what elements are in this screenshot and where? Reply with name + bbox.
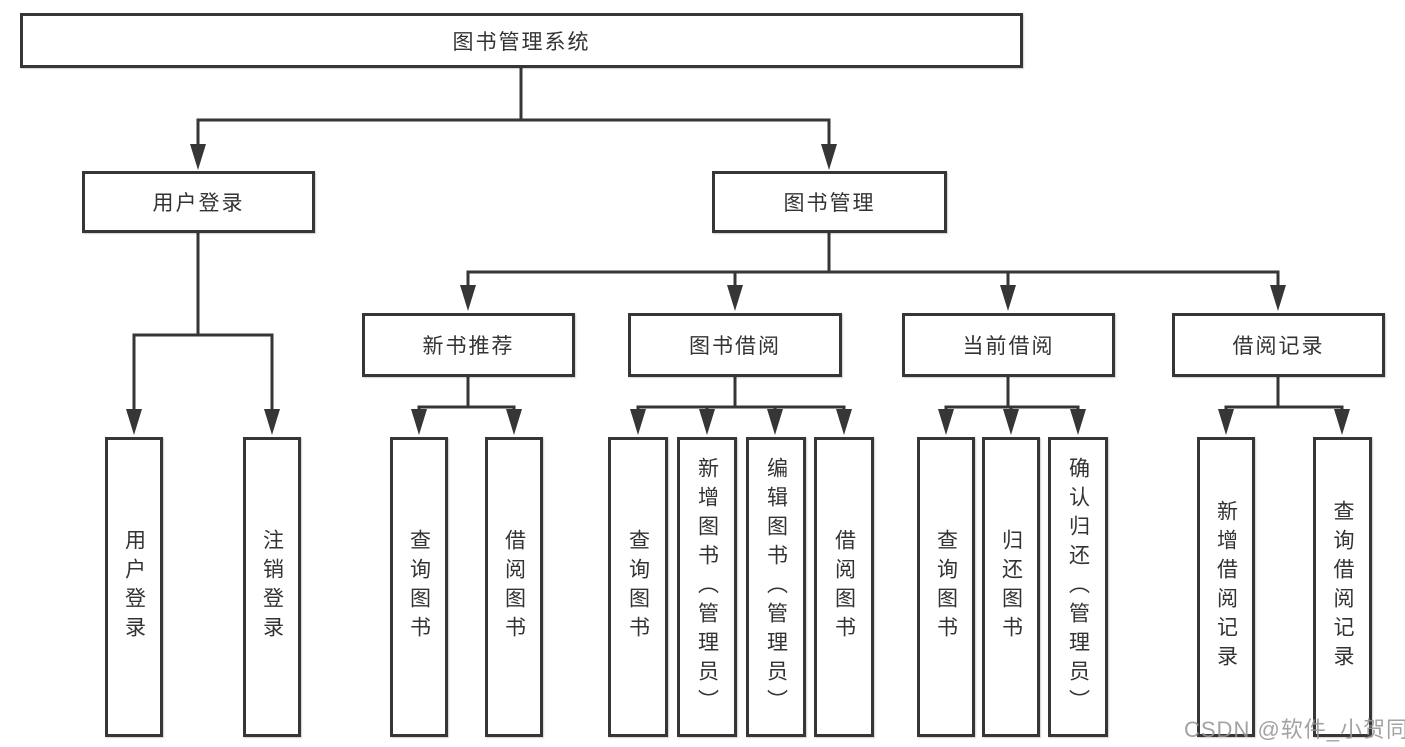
leaf-confirm-return-admin: 确认归还（管理员）: [1048, 437, 1108, 737]
node-label: 新书推荐: [422, 335, 515, 358]
node-label: 借阅记录: [1232, 335, 1325, 358]
leaf-query-borrow-record: 查询借阅记录: [1313, 437, 1372, 737]
arrowhead-icon: [126, 409, 142, 435]
arrowhead-icon: [1003, 409, 1019, 435]
node-label: 用户登录: [122, 529, 146, 645]
node-label: 确认归还（管理员）: [1066, 456, 1090, 718]
arrowhead-icon: [1270, 285, 1286, 311]
node-label: 查询图书: [626, 529, 650, 645]
node-label: 查询图书: [934, 529, 958, 645]
node-label: 借阅图书: [502, 529, 526, 645]
leaf-add-book-admin: 新增图书（管理员）: [677, 437, 737, 737]
node-label: 查询图书: [407, 529, 431, 645]
arrowhead-icon: [767, 409, 783, 435]
node-new-book-recommend: 新书推荐: [362, 313, 575, 377]
arrowhead-icon: [506, 409, 522, 435]
arrowhead-icon: [1334, 409, 1350, 435]
arrowhead-icon: [264, 409, 280, 435]
node-label: 当前借阅: [962, 335, 1055, 358]
leaf-borrow-book: 借阅图书: [814, 437, 874, 737]
leaf-query-book-recommend: 查询图书: [390, 437, 448, 737]
arrowhead-icon: [190, 144, 206, 170]
node-label: 借阅图书: [832, 529, 856, 645]
node-label: 查询借阅记录: [1331, 500, 1354, 674]
node-book-borrow: 图书借阅: [628, 313, 842, 377]
edge-book-borrow-bracket: [636, 405, 846, 410]
edge-new-book-bracket: [417, 405, 516, 410]
arrowhead-icon: [411, 409, 427, 435]
leaf-add-borrow-record: 新增借阅记录: [1197, 437, 1255, 737]
node-label: 新增借阅记录: [1214, 500, 1238, 674]
edge-borrow-record-bracket: [1224, 405, 1344, 410]
edge-level2-bracket: [196, 118, 831, 148]
csdn-watermark: CSDN @软件_小贺同学: [1184, 717, 1405, 742]
node-borrow-record: 借阅记录: [1172, 313, 1385, 377]
arrowhead-icon: [727, 285, 743, 311]
node-label: 编辑图书（管理员）: [764, 456, 788, 718]
leaf-edit-book-admin: 编辑图书（管理员）: [746, 437, 806, 737]
arrowhead-icon: [1000, 285, 1016, 311]
node-label: 新增图书（管理员）: [695, 456, 719, 718]
node-label: 图书管理系统: [452, 30, 591, 54]
node-root: 图书管理系统: [20, 13, 1023, 68]
leaf-user-login: 用户登录: [105, 437, 163, 737]
node-label: 图书借阅: [689, 335, 781, 358]
node-label: 注销登录: [260, 529, 284, 645]
leaf-query-book-borrow: 查询图书: [608, 437, 668, 737]
leaf-query-book-current: 查询图书: [917, 437, 975, 737]
arrowhead-icon: [821, 144, 837, 170]
node-label: 用户登录: [152, 192, 245, 215]
arrowhead-icon: [699, 409, 715, 435]
arrowhead-icon: [460, 285, 476, 311]
node-book-management: 图书管理: [712, 171, 947, 233]
edge-user-login-bracket: [132, 333, 274, 412]
node-label: 归还图书: [999, 529, 1023, 645]
leaf-logout-login: 注销登录: [243, 437, 301, 737]
arrowhead-icon: [938, 409, 954, 435]
node-current-borrow: 当前借阅: [902, 313, 1115, 377]
node-user-login: 用户登录: [82, 171, 315, 233]
node-label: 图书管理: [783, 192, 876, 215]
leaf-return-book: 归还图书: [982, 437, 1040, 737]
edge-level3-bracket: [466, 270, 1280, 288]
arrowhead-icon: [836, 409, 852, 435]
arrowhead-icon: [630, 409, 646, 435]
arrowhead-icon: [1218, 409, 1234, 435]
arrowhead-icon: [1070, 409, 1086, 435]
leaf-borrow-book-recommend: 借阅图书: [485, 437, 543, 737]
